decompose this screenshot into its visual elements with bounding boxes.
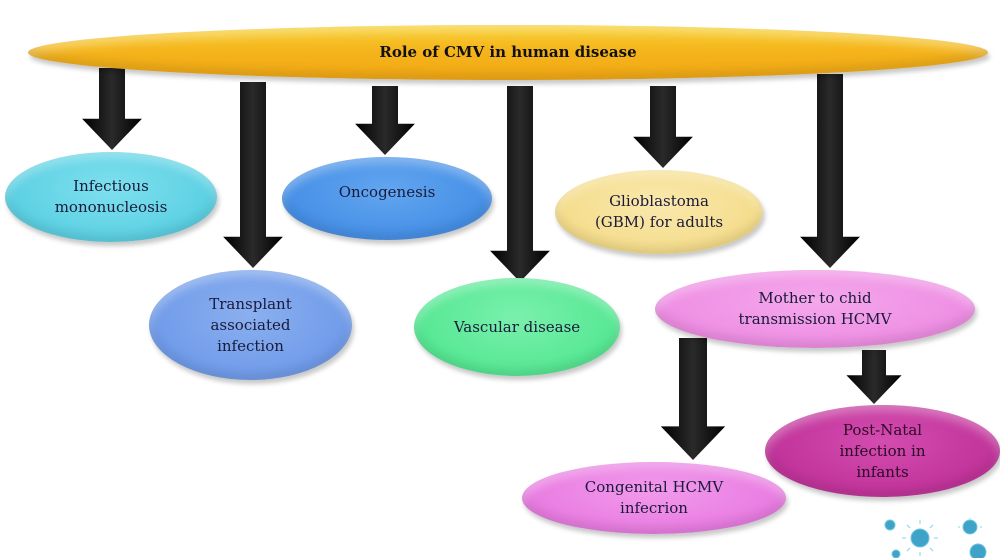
node-label: Infectious mononucleosis	[54, 177, 168, 216]
node-post-natal: Post-Natal infection in infants	[765, 405, 1000, 497]
arrow-to-vascular-disease	[490, 86, 550, 282]
node-infectious-mononucleosis: Infectious mononucleosis	[5, 152, 217, 242]
arrow-to-oncogenesis	[355, 86, 415, 155]
arrow-to-mother-to-child	[800, 74, 860, 268]
virus-particles-icon	[884, 518, 987, 558]
arrow-to-post-natal	[846, 350, 902, 404]
node-vascular-disease: Vascular disease	[414, 278, 620, 376]
node-label: Post-Natal infection in infants	[839, 420, 926, 481]
arrow-to-congenital-hcmv	[660, 338, 726, 460]
node-glioblastoma: Glioblastoma (GBM) for adults	[555, 170, 763, 254]
arrow-to-transplant-associated-infection	[223, 82, 283, 268]
node-oncogenesis: Oncogenesis	[282, 157, 492, 240]
arrow-to-infectious-mononucleosis	[82, 68, 142, 150]
arrow-to-glioblastoma	[633, 86, 693, 168]
node-label: Glioblastoma (GBM) for adults	[594, 192, 724, 231]
root-title: Role of CMV in human disease	[379, 43, 637, 61]
node-congenital-hcmv: Congenital HCMV infecrion	[522, 462, 786, 534]
node-label: Mother to chid transmission HCMV	[738, 289, 892, 328]
root-node-role-of-cmv: Role of CMV in human disease	[28, 25, 988, 80]
node-mother-to-child: Mother to chid transmission HCMV	[655, 270, 975, 348]
node-label: Vascular disease	[453, 317, 581, 336]
node-label: Transplant associated infection	[209, 294, 292, 355]
node-label: Congenital HCMV infecrion	[584, 478, 724, 517]
node-transplant-associated-infection: Transplant associated infection	[149, 270, 352, 380]
node-label: Oncogenesis	[338, 183, 436, 201]
